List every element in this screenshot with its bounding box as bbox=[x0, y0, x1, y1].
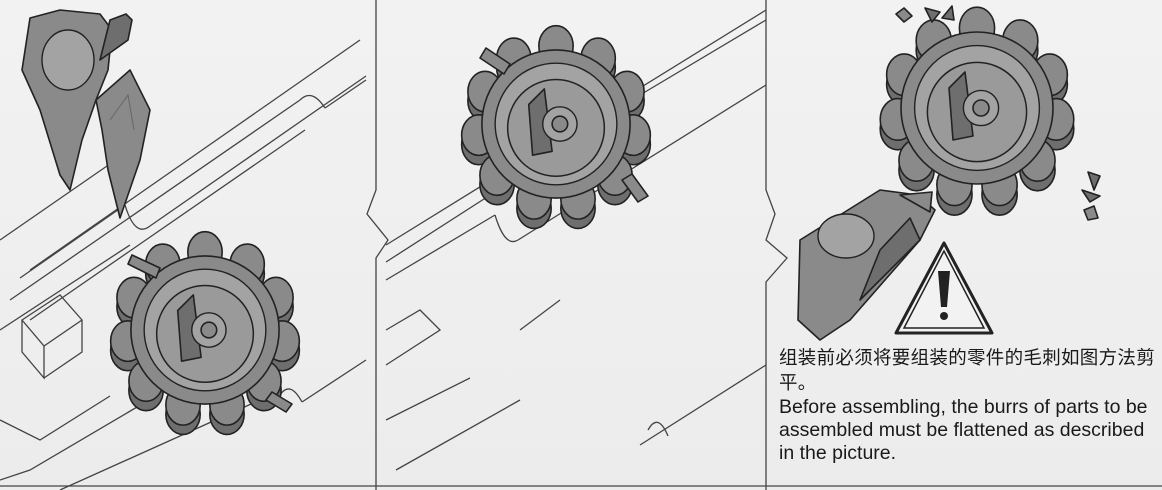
burr-chip bbox=[895, 5, 955, 23]
instruction-caption: 组装前必须将要组装的零件的毛刺如图方法剪平。 Before assembling… bbox=[779, 346, 1159, 465]
panel-2 bbox=[385, 9, 767, 471]
gear-part bbox=[879, 6, 1075, 216]
panel-3 bbox=[797, 5, 1101, 341]
gate-stub bbox=[127, 254, 161, 279]
gate-stub bbox=[265, 391, 293, 413]
panel-divider-1 bbox=[366, 0, 389, 490]
panel-1 bbox=[0, 9, 367, 490]
nipper-tool bbox=[21, 9, 151, 219]
burr-stub bbox=[621, 173, 649, 203]
burr-stub bbox=[479, 47, 511, 75]
burr-chip bbox=[1081, 171, 1101, 221]
nipper-tool bbox=[797, 189, 936, 341]
instruction-text-zh: 组装前必须将要组装的零件的毛刺如图方法剪平。 bbox=[779, 348, 1156, 394]
gear-part bbox=[109, 230, 301, 436]
instruction-text-en: Before assembling, the burrs of parts to… bbox=[779, 396, 1148, 464]
panel-divider-2 bbox=[765, 0, 788, 490]
warning-icon bbox=[894, 241, 994, 335]
